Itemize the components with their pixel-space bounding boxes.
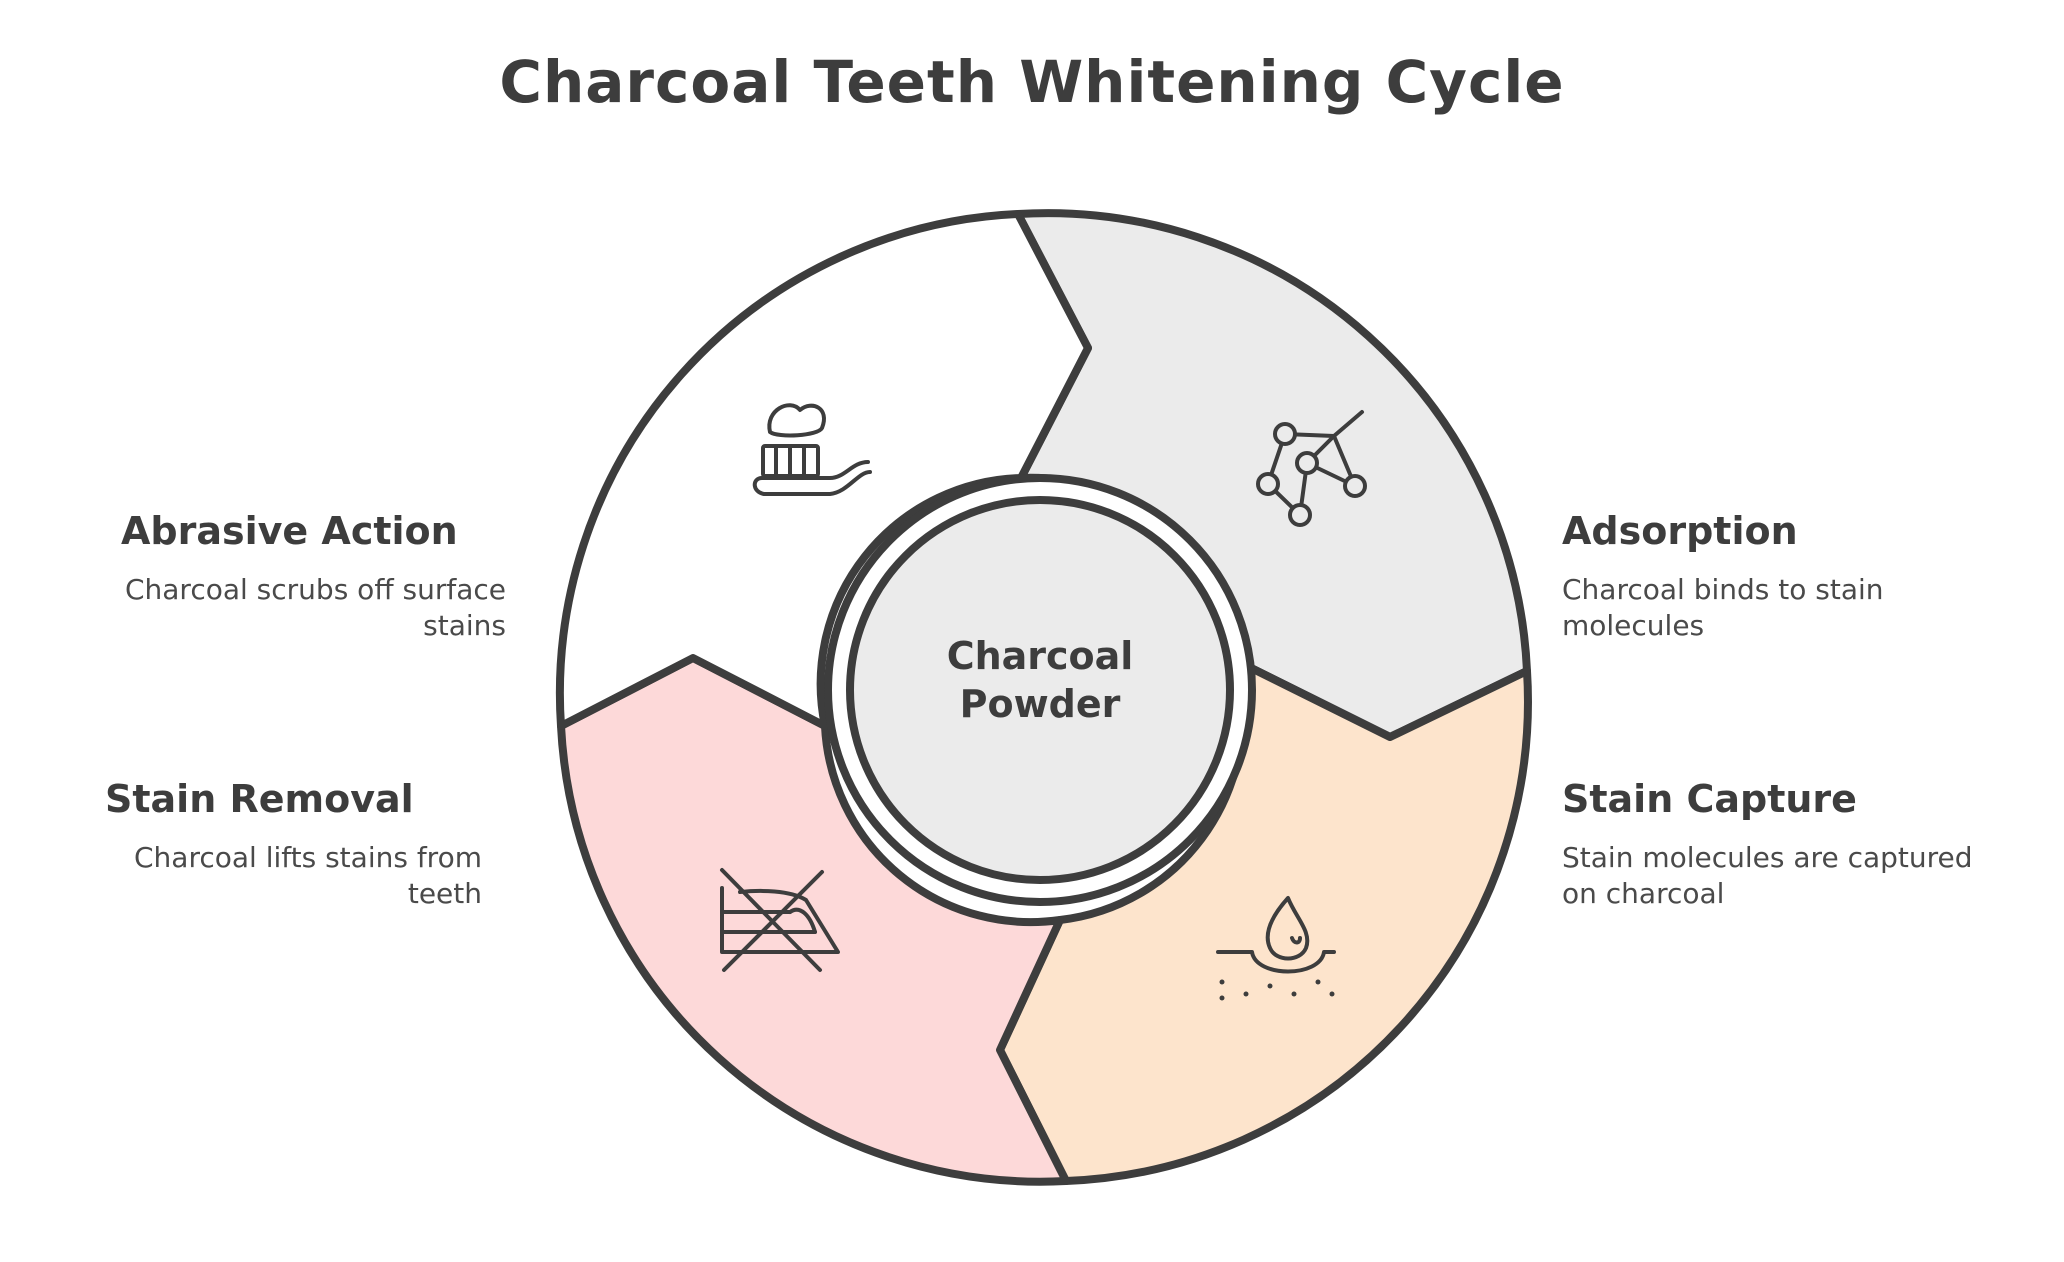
stage-heading: Stain Removal: [105, 777, 414, 821]
stage-description-line: teeth: [407, 877, 482, 910]
stage-description-line: Stain molecules are captured: [1562, 841, 1973, 874]
stage-heading: Adsorption: [1562, 509, 1798, 553]
molecule-icon: [1256, 410, 1367, 527]
stage-description: Charcoal binds to stain molecules: [1562, 572, 2042, 644]
toothbrush-icon: [752, 403, 872, 496]
stage-description-line: Charcoal lifts stains from: [133, 841, 482, 874]
stage-description-line: molecules: [1562, 609, 1705, 642]
stage-abrasive-action: Abrasive Action Charcoal scrubs off surf…: [20, 508, 506, 644]
stage-description: Stain molecules are captured on charcoal: [1562, 840, 2042, 912]
stage-description: Charcoal scrubs off surface stains: [20, 572, 506, 644]
stage-heading: Stain Capture: [1562, 777, 1857, 821]
stage-description-line: on charcoal: [1562, 877, 1725, 910]
center-label-line1: Charcoal: [946, 634, 1134, 678]
stage-description: Charcoal lifts stains from teeth: [20, 840, 482, 912]
droplet-absorb-icon: [1216, 896, 1336, 1001]
stage-description-line: stains: [423, 609, 506, 642]
stage-description-line: Charcoal binds to stain: [1562, 573, 1884, 606]
no-stain-icon: [720, 868, 840, 972]
segment-stain-removal: [557, 654, 1070, 1186]
center-circle: [846, 496, 1234, 884]
stage-stain-capture: Stain Capture Stain molecules are captur…: [1562, 776, 2042, 912]
stage-adsorption: Adsorption Charcoal binds to stain molec…: [1562, 508, 2042, 644]
stage-heading: Abrasive Action: [121, 509, 458, 553]
center-label-line2: Powder: [959, 682, 1121, 726]
segment-abrasive-action: [555, 210, 1092, 730]
stage-description-line: Charcoal scrubs off surface: [124, 573, 506, 606]
stage-stain-removal: Stain Removal Charcoal lifts stains from…: [20, 776, 482, 912]
diagram-title: Charcoal Teeth Whitening Cycle: [499, 48, 1565, 116]
center-label: Charcoal Powder: [840, 632, 1240, 728]
